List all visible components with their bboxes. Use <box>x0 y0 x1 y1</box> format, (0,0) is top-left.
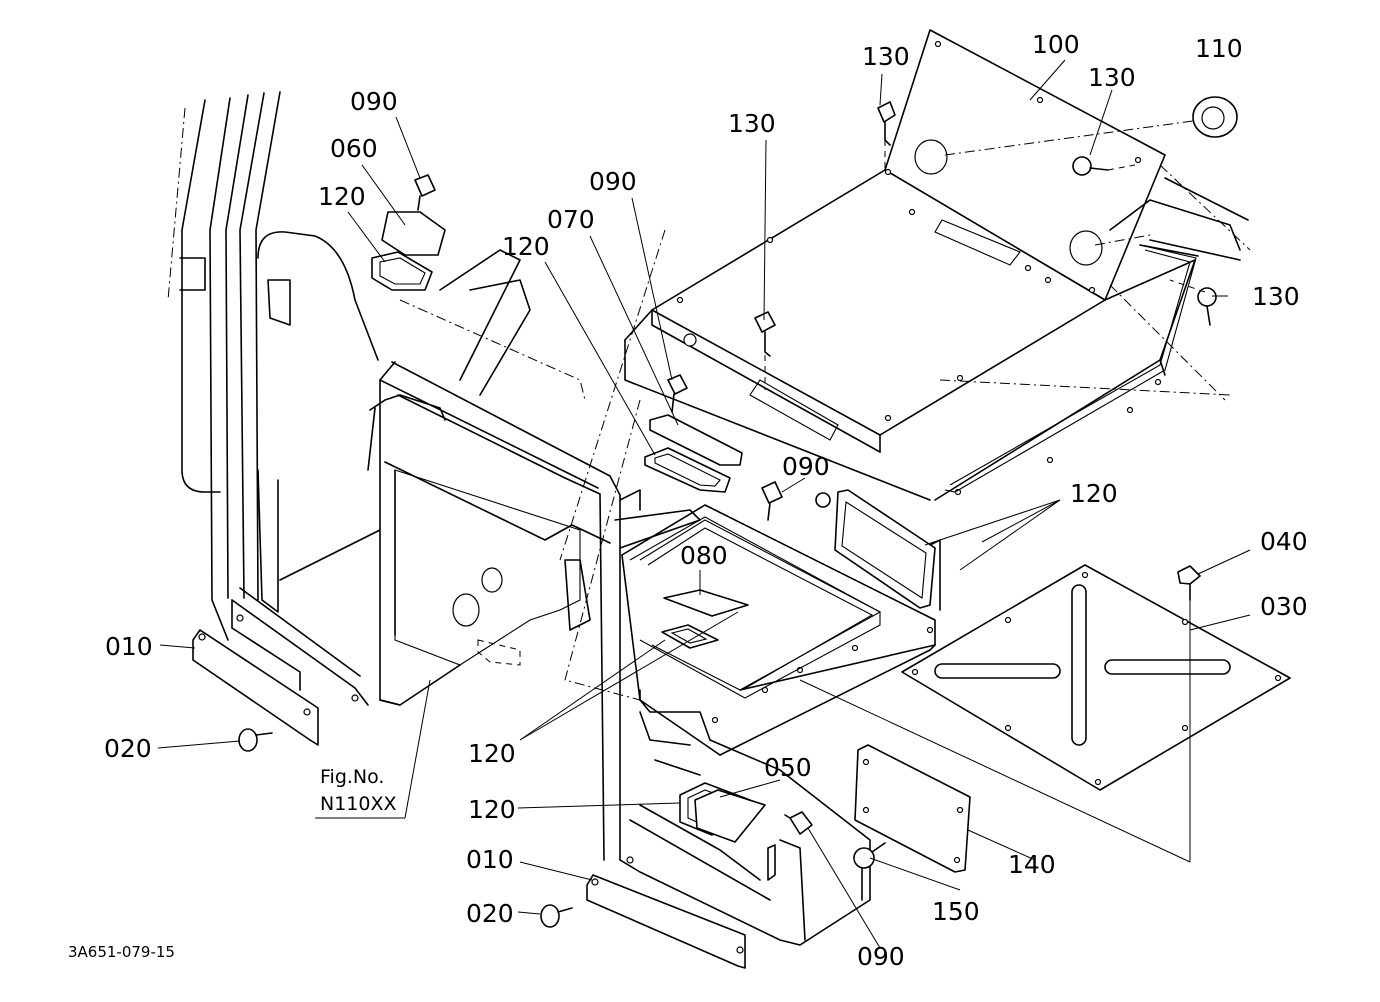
bolt-130-c <box>1072 156 1136 176</box>
callout-020: 020 <box>466 899 514 928</box>
center-panel-frame <box>367 229 701 861</box>
callout-090: 090 <box>350 87 398 116</box>
bolt-090-right <box>761 481 783 521</box>
top-cover-100 <box>624 29 1251 501</box>
gasket-120-right <box>815 489 936 609</box>
callout-020: 020 <box>104 734 152 763</box>
callout-120: 120 <box>318 182 366 211</box>
cab-frame-left <box>167 91 381 706</box>
callout-030: 030 <box>1260 592 1308 621</box>
callout-080: 080 <box>680 541 728 570</box>
callout-090: 090 <box>782 452 830 481</box>
bolt-130-b <box>754 311 776 390</box>
cover-060 <box>381 211 446 256</box>
callout-060: 060 <box>330 134 378 163</box>
bolt-130-d <box>1169 279 1217 326</box>
leader-lines <box>157 59 1251 949</box>
bolt-090-top <box>414 174 436 211</box>
figure-ref-label: Fig.No. <box>320 766 384 788</box>
callout-010: 010 <box>105 632 153 661</box>
callout-090: 090 <box>589 167 637 196</box>
callout-120: 120 <box>502 232 550 261</box>
cover-050 <box>694 789 766 843</box>
callout-010: 010 <box>466 845 514 874</box>
bolt-020-left <box>238 728 273 752</box>
callout-150: 150 <box>932 897 980 926</box>
plate-030 <box>901 564 1291 791</box>
figure-reference: Fig.No. N110XX <box>320 766 397 815</box>
callout-120: 120 <box>1070 479 1118 508</box>
callout-070: 070 <box>547 205 595 234</box>
seal-strip-120 <box>944 244 1197 493</box>
callout-140: 140 <box>1008 850 1056 879</box>
bolt-090-bottom <box>784 811 813 835</box>
cover-080 <box>663 589 749 617</box>
callout-130: 130 <box>1252 282 1300 311</box>
bolt-090-mid <box>667 374 688 413</box>
floor-gasket <box>639 519 881 699</box>
figure-ref-number: N110XX <box>320 793 397 815</box>
gasket-120-low <box>661 624 719 649</box>
callout-130: 130 <box>1088 63 1136 92</box>
cover-070 <box>649 414 743 466</box>
plate-140 <box>854 744 971 873</box>
callout-110: 110 <box>1195 34 1243 63</box>
bracket-010-right <box>586 856 746 969</box>
callout-120: 120 <box>468 795 516 824</box>
callout-labels: 090 060 120 120 070 090 130 130 100 130 … <box>104 30 1308 971</box>
gasket-120-mid <box>644 447 731 493</box>
gasket-120-top <box>371 251 433 291</box>
callout-050: 050 <box>764 753 812 782</box>
callout-120: 120 <box>468 739 516 768</box>
callout-130: 130 <box>862 42 910 71</box>
callout-100: 100 <box>1032 30 1080 59</box>
callout-090: 090 <box>857 942 905 971</box>
callout-040: 040 <box>1260 527 1308 556</box>
drawing-number: 3A651-079-15 <box>68 943 175 961</box>
bolt-020-right <box>540 904 573 928</box>
bolt-040 <box>1177 565 1201 620</box>
grommet-110 <box>1192 96 1238 138</box>
bolt-130-a <box>877 101 896 172</box>
bolt-150 <box>853 842 886 869</box>
callout-130: 130 <box>728 109 776 138</box>
bracket-010-left <box>192 629 319 746</box>
